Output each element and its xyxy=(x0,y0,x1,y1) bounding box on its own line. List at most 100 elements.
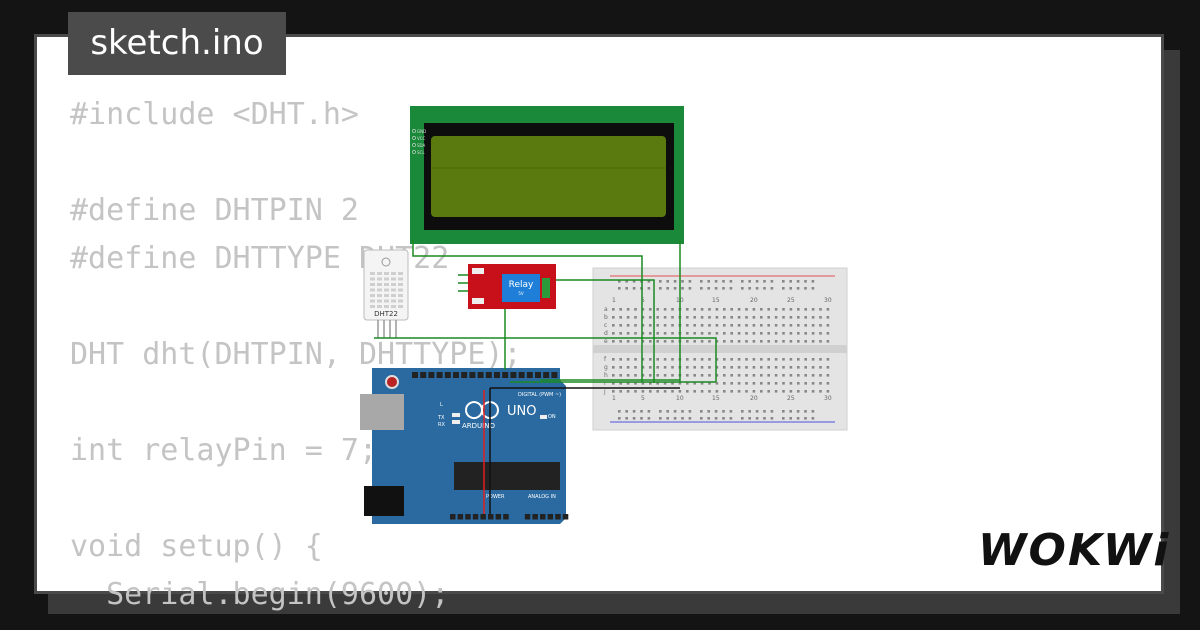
breadboard-hole xyxy=(819,316,822,319)
code-line: void setup() { xyxy=(70,529,323,564)
breadboard-hole xyxy=(811,374,815,377)
dht22-grill-slot xyxy=(384,294,389,297)
breadboard-rail-hole xyxy=(722,280,725,283)
header-pin xyxy=(472,514,479,520)
breadboard-hole xyxy=(819,340,822,343)
bb-col-label: 20 xyxy=(750,395,758,402)
breadboard-rail-hole xyxy=(714,287,718,290)
breadboard-hole xyxy=(752,324,756,327)
arduino-uno[interactable]: DIGITAL (PWM ~) UNO ARDUINO TX RX L ON P… xyxy=(360,368,569,524)
breadboard-hole xyxy=(700,382,704,385)
breadboard-hole xyxy=(715,308,719,311)
breadboard-hole xyxy=(730,382,733,385)
code-line: #include <DHT.h> xyxy=(70,97,359,132)
breadboard-holes xyxy=(612,280,830,420)
breadboard-hole xyxy=(612,366,615,369)
breadboard-hole xyxy=(693,366,696,369)
breadboard-hole xyxy=(663,390,667,393)
bb-row-label: j xyxy=(603,388,606,395)
breadboard-hole xyxy=(686,390,689,393)
lcd-display[interactable]: GND VCC SDA SCL xyxy=(410,106,684,244)
dht22-grill-slot xyxy=(391,283,396,286)
breadboard-hole xyxy=(634,390,637,393)
bb-row-label: e xyxy=(604,338,608,345)
header-pin xyxy=(535,372,541,378)
breadboard-hole xyxy=(811,316,815,319)
relay-module[interactable]: Relay 5V xyxy=(468,264,556,309)
breadboard-hole xyxy=(671,366,674,369)
breadboard-hole xyxy=(760,366,763,369)
breadboard-hole xyxy=(700,374,704,377)
breadboard-hole xyxy=(745,308,748,311)
breadboard-rail-hole xyxy=(681,417,684,420)
breadboard-hole xyxy=(737,316,741,319)
breadboard-hole xyxy=(619,308,622,311)
breadboard-rail-hole xyxy=(789,287,792,290)
breadboard-hole xyxy=(782,340,785,343)
breadboard-hole xyxy=(723,308,726,311)
breadboard-rail-hole xyxy=(673,410,677,413)
breadboard-hole xyxy=(752,308,756,311)
arduino-infinity-logo xyxy=(465,401,499,419)
breadboard-rail-hole xyxy=(804,287,807,290)
breadboard-rail-hole xyxy=(722,287,725,290)
breadboard-hole xyxy=(612,324,615,327)
breadboard-hole xyxy=(693,340,696,343)
breadboard-hole xyxy=(686,358,689,361)
breadboard-hole xyxy=(700,324,704,327)
breadboard-hole xyxy=(693,358,696,361)
bb-col-label: 25 xyxy=(787,297,795,304)
breadboard-hole xyxy=(745,332,748,335)
dht22-grill-slot xyxy=(370,299,375,303)
breadboard-hole xyxy=(656,316,659,319)
breadboard-hole xyxy=(789,316,793,319)
breadboard-hole xyxy=(612,390,615,393)
dht22-label: DHT22 xyxy=(374,310,398,318)
breadboard-hole xyxy=(641,358,645,361)
breadboard-hole xyxy=(730,390,733,393)
header-pin xyxy=(547,514,554,520)
header-pin xyxy=(453,372,459,378)
dht22-sensor[interactable]: DHT22 xyxy=(363,249,409,338)
header-pin xyxy=(480,514,486,520)
breadboard-hole xyxy=(774,374,778,377)
breadboard-hole xyxy=(663,358,667,361)
dht22-grill-slot xyxy=(384,277,389,281)
breadboard-hole xyxy=(663,324,667,327)
file-name-tab[interactable]: sketch.ino xyxy=(68,12,286,75)
breadboard-hole xyxy=(819,366,822,369)
dht22-grill-slot xyxy=(377,272,382,275)
on-led-label: ON xyxy=(548,414,556,420)
breadboard-hole xyxy=(752,332,756,335)
breadboard-hole xyxy=(826,374,830,377)
breadboard-hole xyxy=(752,366,756,369)
breadboard-rail-hole xyxy=(707,287,710,290)
dht22-grill-slot xyxy=(391,305,396,308)
breadboard-hole xyxy=(723,390,726,393)
breadboard-hole xyxy=(634,382,637,385)
breadboard-rail-hole xyxy=(804,280,807,283)
bb-row-label: d xyxy=(604,330,608,337)
breadboard-hole xyxy=(737,382,741,385)
breadboard-hole xyxy=(782,324,785,327)
breadboard-hole xyxy=(641,340,645,343)
header-pin xyxy=(555,514,561,520)
breadboard-hole xyxy=(723,332,726,335)
breadboard-hole xyxy=(723,366,726,369)
breadboard-rail-hole xyxy=(782,410,785,413)
breadboard-hole xyxy=(656,340,659,343)
breadboard-hole xyxy=(612,316,615,319)
code-line: int relayPin = 7; xyxy=(70,433,378,468)
header-pin xyxy=(477,372,484,378)
header-pin xyxy=(485,372,492,378)
breadboard-hole xyxy=(686,316,689,319)
breadboard-rail-hole xyxy=(647,417,651,420)
breadboard-rail-hole xyxy=(763,287,766,290)
breadboard-hole xyxy=(745,316,748,319)
breadboard-rail-hole xyxy=(741,417,744,420)
breadboard-hole xyxy=(700,358,704,361)
breadboard-rail-hole xyxy=(640,410,643,413)
l-led-label: L xyxy=(440,402,443,408)
breadboard-rail-hole xyxy=(722,410,725,413)
